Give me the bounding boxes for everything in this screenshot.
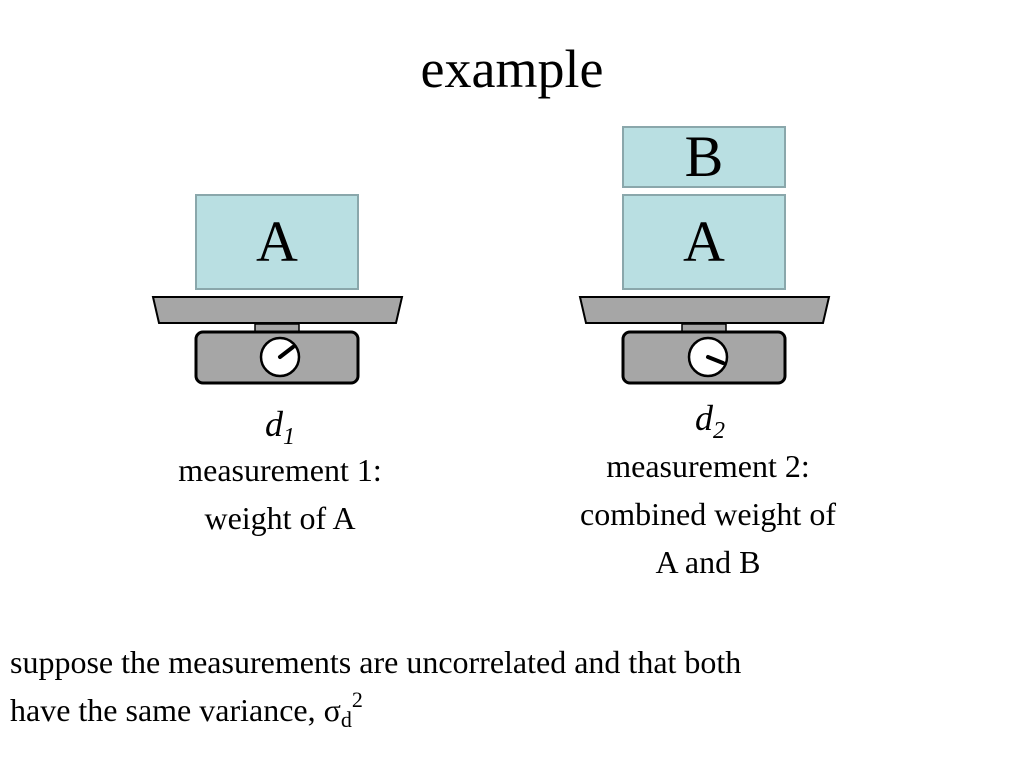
caption-line: weight of A [204,500,356,536]
caption-measurement-1: measurement 1: weight of A [110,446,450,542]
slide-title: example [420,39,604,99]
dial-needle [278,345,295,359]
caption-line: A and B [655,544,761,580]
body-line-2: have the same variance, σd2 [10,687,363,732]
box-label: B [684,124,724,189]
weight-box-a-left: A [195,194,359,290]
box-label: A [683,209,725,274]
scale-platform [151,296,404,324]
weight-box-a-right: A [622,194,786,290]
dial-needle [706,355,725,365]
caption-line: measurement 2: [606,448,810,484]
variable-d1: d1 [265,404,295,450]
variable-d2: d2 [695,398,725,444]
kitchen-scale-right [578,296,831,385]
body-line-1: suppose the measurements are uncorrelate… [10,644,742,680]
weight-box-b: B [622,126,786,188]
assumption-text: suppose the measurements are uncorrelate… [10,638,1010,734]
scale-platform [578,296,831,324]
kitchen-scale-left [151,296,404,385]
caption-line: measurement 1: [178,452,382,488]
caption-measurement-2: measurement 2: combined weight of A and … [528,442,888,586]
box-label: A [256,209,298,274]
caption-line: combined weight of [580,496,836,532]
